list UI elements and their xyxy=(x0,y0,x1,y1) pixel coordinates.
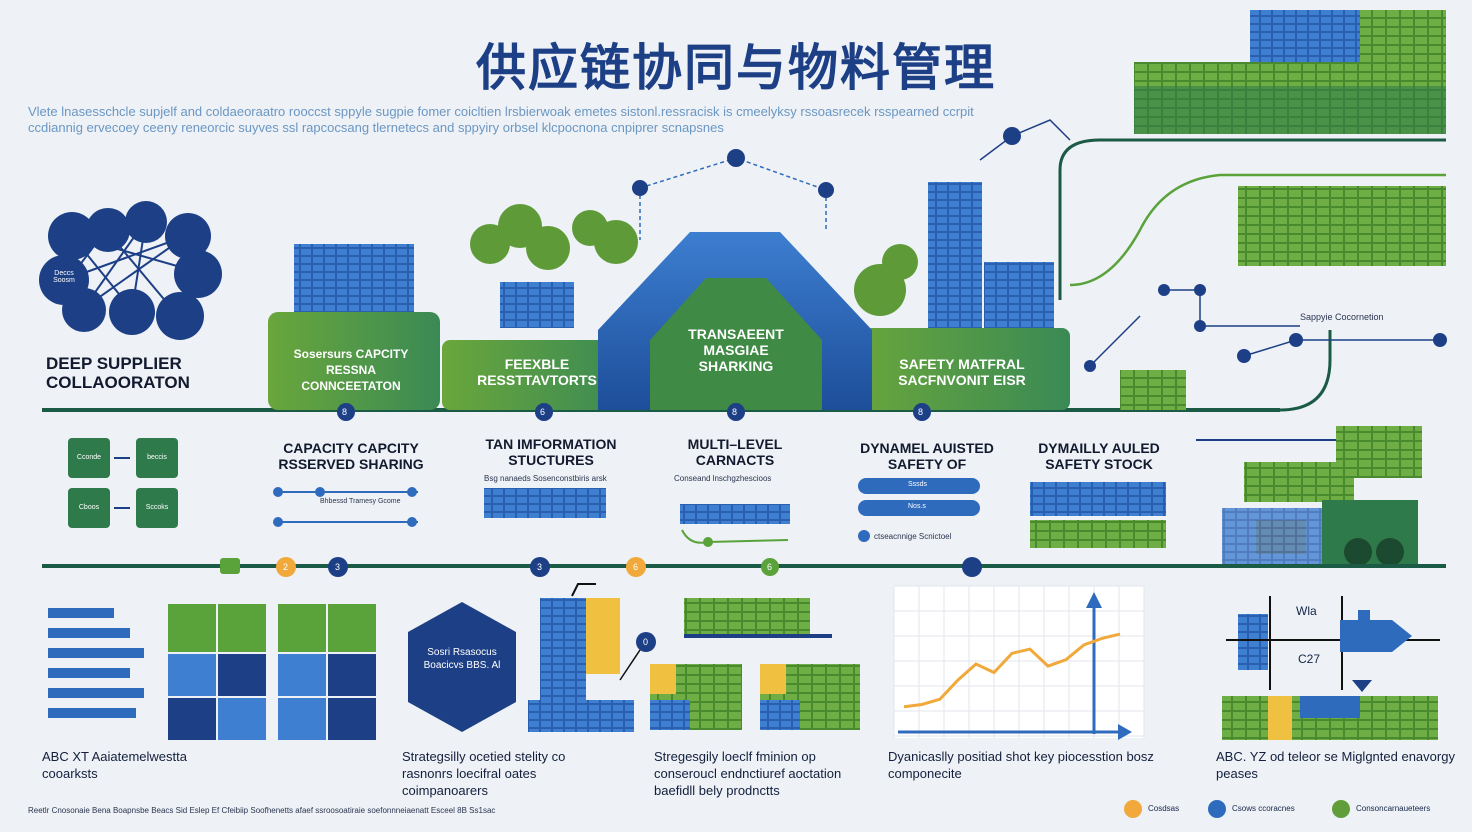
supplier-network xyxy=(39,201,222,340)
diagram-label: Wla xyxy=(1296,604,1317,618)
block-transparent: TRANSAEENT MASGIAE SHARKING xyxy=(688,326,784,374)
capacity-note: Bhbessd Tramesy Gcome xyxy=(320,498,401,505)
timeline-marker: 3 xyxy=(335,562,341,572)
block-safety: SAFETY MATFRAL SACFNVONIT EISR xyxy=(898,356,1026,388)
right-network-label: Sappyie Cocornetion xyxy=(1300,312,1384,322)
mid-box-label: Cboos xyxy=(78,504,100,511)
legend: Cosdsas Csows ccoracnes Consoncarnauetee… xyxy=(1118,796,1458,822)
safety-stock-label: DYMAILLY AULED SAFETY STOCK xyxy=(1038,440,1160,472)
chart-area xyxy=(893,585,1145,740)
mid-box-label: beccis xyxy=(147,454,167,461)
step-number: 8 xyxy=(918,407,924,417)
step-number: 6 xyxy=(540,407,546,417)
legend-label: Csows ccoracnes xyxy=(1232,804,1295,813)
legend-label: Consoncarnaueteers xyxy=(1356,804,1431,813)
abc-caption: ABC XT Aaiatemelwestta cooarksts xyxy=(42,749,187,781)
page-title: 供应链协同与物料管理 xyxy=(476,39,996,97)
footer-note: Reetlr Cnosonaie Bena Boapnsbe Beacs Sid… xyxy=(28,806,496,815)
legend-swatch xyxy=(1332,800,1350,818)
timeline-marker: 6 xyxy=(767,562,773,572)
legend-label: Cosdsas xyxy=(1148,804,1180,813)
multi-level-label: MULTI–LEVEL CARNACTS xyxy=(687,436,783,468)
supplier-label: DEEP SUPPLIER COLLAOORATON xyxy=(46,354,190,392)
chart-series-line xyxy=(903,632,1121,709)
block-capacity: Sosersurs CAPCITY RESSNA CONNCEETATON xyxy=(293,347,409,393)
mid-box-label: Cconde xyxy=(76,454,102,461)
dynamic-safety-label: DYNAMEL AUISTED SAFETY OF xyxy=(860,440,994,472)
capacity-label: CAPACITY CAPCITY RSSERVED SHARING xyxy=(278,440,424,472)
abc2-caption: ABC. YZ od teleor se Miglgnted enavorgy … xyxy=(1216,749,1455,781)
strategic-caption: Strategsilly ocetied stelity co rasnonrs… xyxy=(402,749,566,798)
block-flexible: FEEXBLE RESSTTAVTORTS xyxy=(477,356,597,388)
dynamic-bar-label: Sssds xyxy=(908,481,928,488)
stack-marker: 0 xyxy=(643,637,649,647)
network-node-label: Deccs Soosm xyxy=(53,270,75,284)
info-structures-note: Bsg nanaeds Sosenconstbiris arsk xyxy=(484,474,607,483)
step-number: 8 xyxy=(342,407,348,417)
chart-caption: Dyanicaslly positiad shot key piocesstio… xyxy=(888,749,1154,781)
subtitle: Vlete lnasesschcle supjelf and coldaeora… xyxy=(28,104,974,135)
dynamic-safety-note: ctseacnnige Scnictoel xyxy=(874,532,952,541)
dynamic-bar-label: Nos.s xyxy=(908,503,926,510)
info-structures-label: TAN IMFORMATION STUCTURES xyxy=(485,436,617,468)
step-number: 8 xyxy=(732,407,738,417)
strategic2-caption: Stregesgily loeclf fminion op conseroucl… xyxy=(654,749,842,798)
timeline-marker: 2 xyxy=(283,562,289,572)
mid-box-label: Sccoks xyxy=(145,504,169,511)
timeline-marker: 3 xyxy=(537,562,543,572)
multi-level-note: Conseand lnschgzhescioos xyxy=(674,474,772,483)
hex-text: Sosri Rsasocus Boacicvs BBS. Al xyxy=(423,647,501,671)
legend-swatch xyxy=(1208,800,1226,818)
diagram-label: C27 xyxy=(1298,652,1321,666)
timeline-marker: 6 xyxy=(633,562,639,572)
legend-swatch xyxy=(1124,800,1142,818)
